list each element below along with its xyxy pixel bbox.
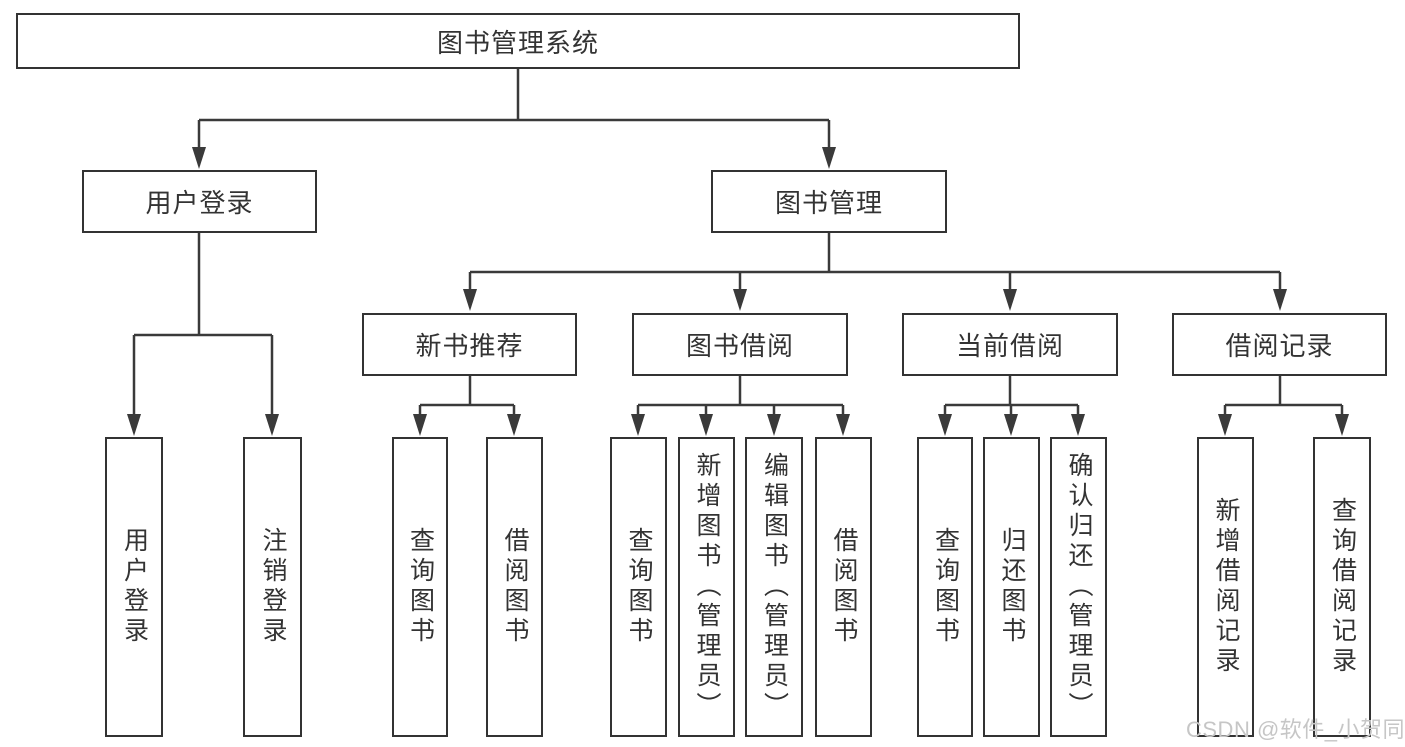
node-current-borrowing-label: 当前借阅 <box>955 331 1064 361</box>
node-user-login: 用户登录 <box>82 170 317 233</box>
leaf-borrowing-query-book: 查询图书 <box>610 437 667 737</box>
node-new-book-recommend: 新书推荐 <box>362 313 577 376</box>
leaf-user-login: 用户登录 <box>105 437 163 737</box>
connector-root-to-level2 <box>192 69 836 169</box>
leaf-recommend-borrow-book: 借阅图书 <box>486 437 543 737</box>
leaf-borrowing-add-book-admin-label: 新增图书（管理员） <box>693 452 721 722</box>
leaf-user-login-label: 用户登录 <box>120 527 149 647</box>
leaf-borrowing-add-book-admin: 新增图书（管理员） <box>678 437 735 737</box>
leaf-records-query-record-label: 查询借阅记录 <box>1328 497 1357 677</box>
node-user-login-label: 用户登录 <box>145 188 254 218</box>
connector-book-management-children <box>463 233 1287 311</box>
leaf-borrowing-edit-book-admin-label: 编辑图书（管理员） <box>760 452 789 722</box>
leaf-recommend-borrow-book-label: 借阅图书 <box>501 527 529 647</box>
leaf-records-add-record: 新增借阅记录 <box>1197 437 1254 737</box>
leaf-current-confirm-return-admin: 确认归还（管理员） <box>1050 437 1107 737</box>
connector-current-children <box>938 376 1085 436</box>
csdn-watermark: CSDN @软件_小贺同学 <box>1186 717 1405 742</box>
leaf-borrowing-query-book-label: 查询图书 <box>625 527 653 647</box>
node-root-label: 图书管理系统 <box>436 27 599 58</box>
node-book-borrowing-label: 图书借阅 <box>685 331 794 361</box>
leaf-current-confirm-return-admin-label: 确认归还（管理员） <box>1065 452 1093 722</box>
leaf-current-return-book: 归还图书 <box>983 437 1040 737</box>
leaf-logout-label: 注销登录 <box>259 527 287 647</box>
connector-records-children <box>1218 376 1349 436</box>
leaf-recommend-query-book-label: 查询图书 <box>406 527 435 647</box>
node-root: 图书管理系统 <box>16 13 1020 69</box>
node-book-management: 图书管理 <box>711 170 947 233</box>
leaf-records-add-record-label: 新增借阅记录 <box>1212 497 1240 677</box>
node-borrowing-records-label: 借阅记录 <box>1225 331 1334 361</box>
node-book-borrowing: 图书借阅 <box>632 313 848 376</box>
node-current-borrowing: 当前借阅 <box>902 313 1118 376</box>
leaf-borrowing-borrow-book: 借阅图书 <box>815 437 872 737</box>
leaf-current-query-book: 查询图书 <box>917 437 973 737</box>
leaf-borrowing-borrow-book-label: 借阅图书 <box>830 527 858 647</box>
leaf-borrowing-edit-book-admin: 编辑图书（管理员） <box>745 437 803 737</box>
leaf-records-query-record: 查询借阅记录 <box>1313 437 1371 737</box>
node-new-book-recommend-label: 新书推荐 <box>415 331 524 361</box>
connector-user-login-children <box>127 233 279 436</box>
leaf-recommend-query-book: 查询图书 <box>392 437 448 737</box>
connector-borrowing-children <box>631 376 850 436</box>
node-book-management-label: 图书管理 <box>774 188 883 218</box>
leaf-logout: 注销登录 <box>243 437 302 737</box>
node-borrowing-records: 借阅记录 <box>1172 313 1387 376</box>
leaf-current-return-book-label: 归还图书 <box>998 527 1026 647</box>
connector-recommend-children <box>413 376 521 436</box>
leaf-current-query-book-label: 查询图书 <box>931 527 960 647</box>
